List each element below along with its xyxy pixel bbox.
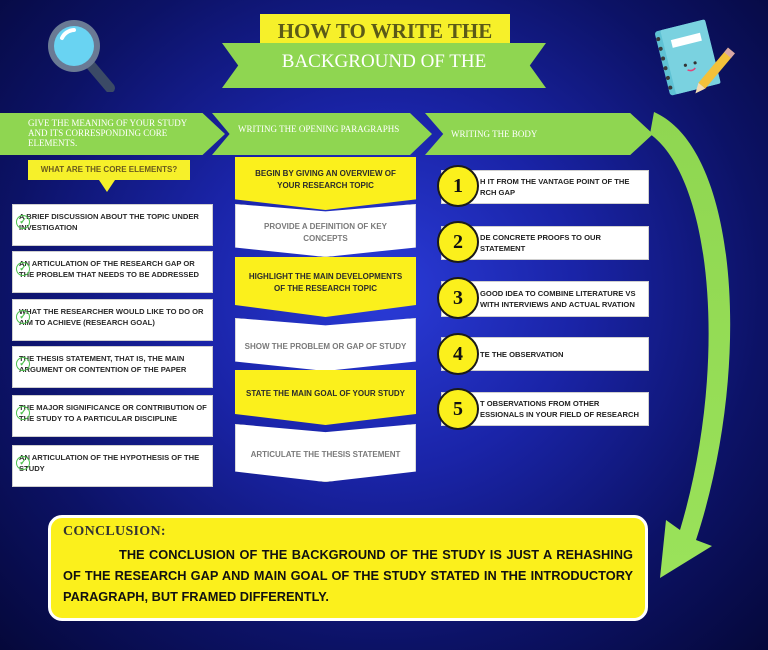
step-number-1: 1 xyxy=(437,165,479,207)
opening-step-5: STATE THE MAIN GOAL OF YOUR STUDY xyxy=(235,370,416,425)
check-circle-icon: ✓ xyxy=(16,406,30,420)
opening-step-2: PROVIDE A DEFINITION OF KEY CONCEPTS xyxy=(235,204,416,257)
title-line-2: BACKGROUND OF THE xyxy=(222,43,546,88)
core-element-4: ✓ THE THESIS STATEMENT, THAT IS, THE MAI… xyxy=(12,346,213,388)
body-step-text: DE CONCRETE PROOFS TO OUR STATEMENT xyxy=(480,233,601,253)
step-number-4: 4 xyxy=(437,333,479,375)
check-circle-icon: ✓ xyxy=(16,262,30,276)
opening-step-3: HIGHLIGHT THE MAIN DEVELOPMENTS OF THE R… xyxy=(235,257,416,317)
step-number-2: 2 xyxy=(437,221,479,263)
body-step-text: T OBSERVATIONS FROM OTHER ESSIONALS IN Y… xyxy=(480,399,639,419)
check-circle-icon: ✓ xyxy=(16,456,30,470)
core-element-6: ✓ AN ARTICULATION OF THE HYPOTHESIS OF T… xyxy=(12,445,213,487)
header-core-elements: GIVE THE MEANING OF YOUR STUDY AND ITS C… xyxy=(0,113,225,155)
check-circle-icon: ✓ xyxy=(16,310,30,324)
header-opening-paragraphs: WRITING THE OPENING PARAGRAPHS xyxy=(212,113,432,155)
check-circle-icon: ✓ xyxy=(16,215,30,229)
title-line-1: HOW TO WRITE THE xyxy=(260,14,510,46)
down-arrow-icon xyxy=(99,180,115,192)
step-number-5: 5 xyxy=(437,388,479,430)
core-element-3: ✓ WHAT THE RESEARCHER WOULD LIKE TO DO O… xyxy=(12,299,213,341)
check-circle-icon: ✓ xyxy=(16,357,30,371)
body-step-text: H IT FROM THE VANTAGE POINT OF THE RCH G… xyxy=(480,177,630,197)
core-elements-label: WHAT ARE THE CORE ELEMENTS? xyxy=(28,160,190,180)
core-element-text: WHAT THE RESEARCHER WOULD LIKE TO DO OR … xyxy=(19,307,204,327)
step-number-3: 3 xyxy=(437,277,479,319)
core-element-text: A BRIEF DISCUSSION ABOUT THE TOPIC UNDER… xyxy=(19,212,199,232)
body-step-text: GOOD IDEA TO COMBINE LITERATURE VS WITH … xyxy=(480,289,636,309)
header-body: WRITING THE BODY xyxy=(425,113,653,155)
core-element-text: THE THESIS STATEMENT, THAT IS, THE MAIN … xyxy=(19,354,187,374)
opening-step-4: SHOW THE PROBLEM OR GAP OF STUDY xyxy=(235,318,416,371)
notebook-pencil-icon xyxy=(655,19,735,96)
conclusion-title: CONCLUSION: xyxy=(63,524,166,539)
core-element-text: THE MAJOR SIGNIFICANCE OR CONTRIBUTION O… xyxy=(19,403,207,423)
core-element-text: AN ARTICULATION OF THE RESEARCH GAP OR T… xyxy=(19,259,200,279)
magnifying-glass-icon xyxy=(48,20,115,92)
core-element-1: ✓ A BRIEF DISCUSSION ABOUT THE TOPIC UND… xyxy=(12,204,213,246)
conclusion-text: THE CONCLUSION OF THE BACKGROUND OF THE … xyxy=(63,547,633,604)
core-element-text: AN ARTICULATION OF THE HYPOTHESIS OF THE… xyxy=(19,453,200,473)
core-element-2: ✓ AN ARTICULATION OF THE RESEARCH GAP OR… xyxy=(12,251,213,293)
conclusion-box: CONCLUSION: THE CONCLUSION OF THE BACKGR… xyxy=(48,515,648,621)
opening-step-1: BEGIN BY GIVING AN OVERVIEW OF YOUR RESE… xyxy=(235,157,416,210)
curved-arrow-icon xyxy=(650,112,731,578)
opening-step-6: ARTICULATE THE THESIS STATEMENT xyxy=(235,424,416,482)
body-step-text: TE THE OBSERVATION xyxy=(480,349,564,359)
core-element-5: ✓ THE MAJOR SIGNIFICANCE OR CONTRIBUTION… xyxy=(12,395,213,437)
